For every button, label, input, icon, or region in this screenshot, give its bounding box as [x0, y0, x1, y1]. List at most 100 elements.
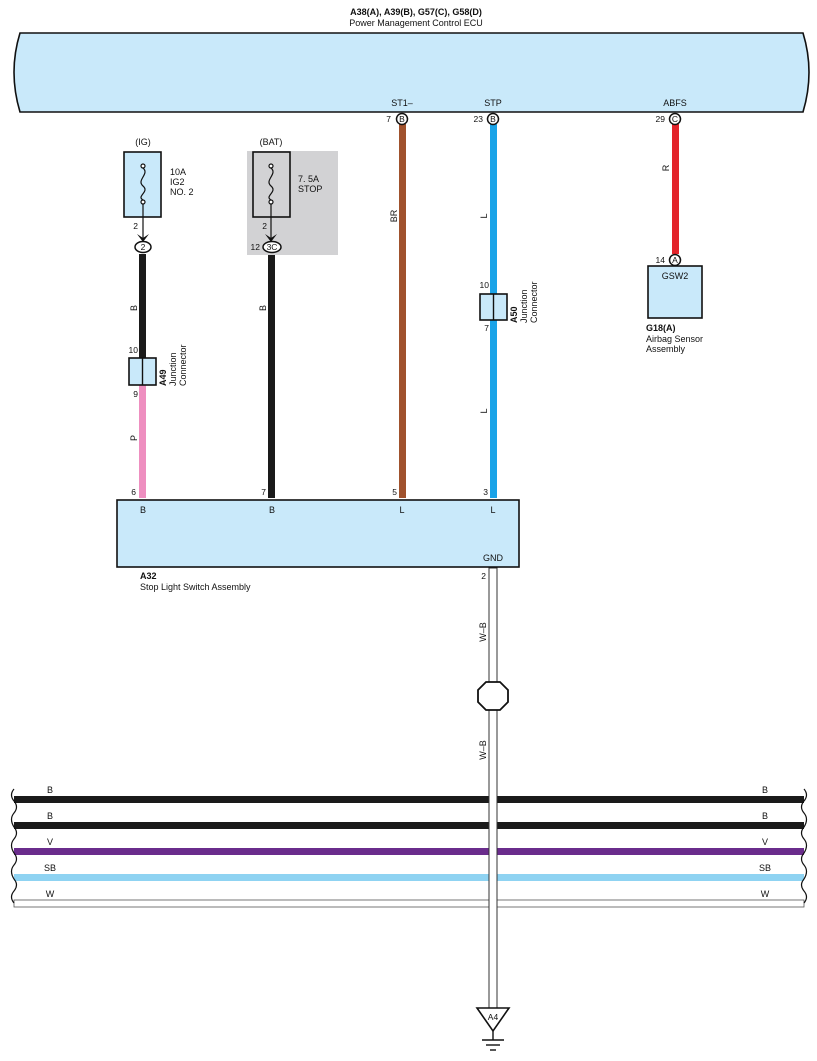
ecu-conn-st1-label: B [399, 114, 405, 124]
ecu-name: Power Management Control ECU [349, 18, 483, 28]
switch-name: Stop Light Switch Assembly [140, 582, 251, 592]
fuse-ig-name-1: IG2 [170, 177, 185, 187]
junction-a49-pin-out: 9 [133, 389, 138, 399]
switch-terminal-1: B [140, 505, 146, 515]
ecu-terminal-st1: ST1– [391, 98, 413, 108]
bus-label-left-5: W [46, 889, 55, 899]
ecu-pin-abfs: 29 [656, 114, 666, 124]
switch-terminal-3: L [399, 505, 404, 515]
bus-label-right-2: B [762, 811, 768, 821]
splice-point [477, 681, 509, 711]
airbag-conn-label: A [672, 255, 678, 265]
switch-gnd-pin: 2 [481, 571, 486, 581]
ecu-terminal-abfs: ABFS [663, 98, 687, 108]
wire-r [672, 124, 679, 254]
ground-point-label: A4 [488, 1012, 499, 1022]
ground-wire-lower [488, 707, 498, 1009]
fuse-ig-icon [140, 163, 146, 240]
ecu-body [13, 32, 810, 113]
fuse-bat-name-1: STOP [298, 184, 322, 194]
fuse-bat-out-pin: 2 [262, 221, 267, 231]
fuse-ig-rating: 10A [170, 167, 186, 177]
junction-a50-line1: Junction [519, 289, 529, 323]
bus-wire-3 [14, 848, 804, 855]
wire-br [399, 124, 406, 498]
fuse-ig-source: (IG) [135, 137, 151, 147]
airbag-pin: 14 [656, 255, 666, 265]
junction-a50-pin-out: 7 [484, 323, 489, 333]
bus-label-right-4: SB [759, 863, 771, 873]
wire-label-l-upper: L [479, 213, 489, 218]
fuse-bat-conn [262, 240, 282, 254]
switch-terminal-4: L [490, 505, 495, 515]
bus-label-left-2: B [47, 811, 53, 821]
bus-label-right-1: B [762, 785, 768, 795]
bus-break-left [10, 788, 18, 904]
bus-wires [10, 788, 808, 908]
bus-label-left-3: V [47, 837, 53, 847]
airbag-ref: G18(A) [646, 323, 676, 333]
ecu-conn-stp-label: B [490, 114, 496, 124]
ecu-conn-st1 [395, 112, 409, 126]
wire-l-upper [490, 124, 497, 294]
ground-wire [488, 567, 498, 1009]
wire-label-l-lower: L [479, 408, 489, 413]
switch-pin-4: 3 [483, 487, 488, 497]
ground-point [475, 1007, 511, 1033]
ground-symbol-icon [482, 1031, 504, 1051]
ground-wire-label-lower: W–B [478, 740, 488, 760]
bus-label-right-3: V [762, 837, 768, 847]
junction-a49-line1: Junction [168, 352, 178, 386]
airbag-box [647, 265, 703, 319]
wire-l-lower [490, 320, 497, 498]
bus-label-left-1: B [47, 785, 53, 795]
switch-pin-3: 5 [392, 487, 397, 497]
junction-a49-line2: Connector [178, 344, 188, 386]
airbag-terminal: GSW2 [662, 271, 689, 281]
junction-a49-pin-in: 10 [129, 345, 139, 355]
junction-a50-pin-in: 10 [480, 280, 490, 290]
ground-wire-upper [488, 567, 498, 685]
switch-gnd-label: GND [483, 553, 504, 563]
wire-label-b-bat: B [258, 305, 268, 311]
junction-a49-ref: A49 [158, 369, 168, 386]
ecu-pin-stp: 23 [474, 114, 484, 124]
bus-break-right [800, 788, 808, 904]
wire-b-ig [139, 254, 146, 358]
bus-wire-5 [13, 899, 805, 908]
junction-a50-line2: Connector [529, 281, 539, 323]
switch-terminal-2: B [269, 505, 275, 515]
wire-label-b-ig: B [129, 305, 139, 311]
ecu-terminal-stp: STP [484, 98, 502, 108]
fuse-ig-arrow-icon [137, 234, 149, 242]
ecu-pin-st1: 7 [386, 114, 391, 124]
airbag-name-1: Airbag Sensor [646, 334, 703, 344]
fuse-bat-source: (BAT) [260, 137, 283, 147]
switch-box [116, 499, 520, 568]
bus-wire-1 [14, 796, 804, 803]
fuse-ig-conn [134, 240, 152, 254]
fuse-bat-arrow-icon [265, 234, 277, 242]
ecu-ref: A38(A), A39(B), G57(C), G58(D) [350, 7, 482, 17]
wire-label-br: BR [389, 209, 399, 222]
wire-p [139, 385, 146, 498]
airbag-name-2: Assembly [646, 344, 686, 354]
ecu-conn-abfs [668, 112, 682, 126]
ecu-conn-abfs-label: C [672, 114, 678, 124]
fuse-bat-conn-pin: 12 [251, 242, 261, 252]
fuse-ig-conn-label: 2 [141, 242, 146, 252]
wire-b-bat [268, 254, 275, 498]
switch-pin-2: 7 [261, 487, 266, 497]
fuse-bat-icon [268, 163, 274, 240]
switch-pin-1: 6 [131, 487, 136, 497]
ecu-conn-stp [486, 112, 500, 126]
fuse-bat-rating: 7. 5A [298, 174, 319, 184]
bus-label-right-5: W [761, 889, 770, 899]
ground-wire-label-upper: W–B [478, 622, 488, 642]
wire-label-p: P [129, 435, 139, 441]
switch-ref: A32 [140, 571, 157, 581]
wire-label-r: R [661, 164, 671, 171]
bus-label-left-4: SB [44, 863, 56, 873]
junction-a50-ref: A50 [509, 306, 519, 323]
